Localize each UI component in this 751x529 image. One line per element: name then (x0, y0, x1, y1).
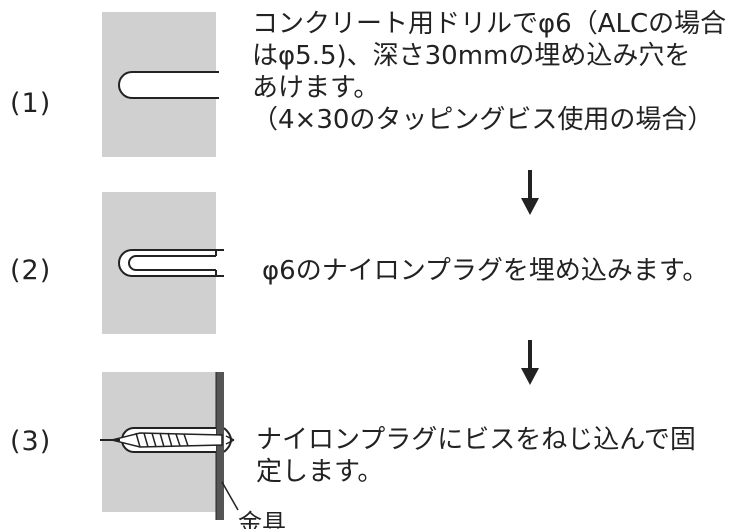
step-1-line-3: あけます。 (252, 73, 380, 103)
step-1-line-4: （4×30のタッピングビス使用の場合） (252, 105, 714, 135)
screw-head (223, 427, 232, 453)
step-1-number: (1) (10, 88, 52, 119)
bracket-label: 金具 (238, 509, 286, 529)
drilled-hole (118, 71, 219, 99)
step-2-description: φ6のナイロンプラグを埋め込みます。 (262, 255, 708, 287)
down-arrow-icon (521, 340, 539, 385)
step-1-description: コンクリート用ドリルでφ6（ALCの場合 はφ5.5)、深さ30mmの埋め込み穴… (252, 8, 726, 136)
step-1-illustration (102, 12, 220, 157)
step-3-description: ナイロンプラグにビスをねじ込んで固 定します。 (256, 424, 696, 488)
step-2-line-1: φ6のナイロンプラグを埋め込みます。 (262, 256, 709, 286)
step-2-illustration (102, 192, 224, 334)
metal-bracket (216, 372, 224, 520)
step-3-illustration (100, 372, 239, 520)
down-arrow-icon (521, 170, 539, 215)
step-3-line-2: 定します。 (256, 457, 384, 487)
bracket-leader-line (221, 481, 239, 511)
step-1-line-1: コンクリート用ドリルでφ6（ALCの場合 (252, 9, 727, 39)
nylon-plug (118, 249, 224, 277)
step-3-line-1: ナイロンプラグにビスをねじ込んで固 (256, 425, 696, 455)
step-3-number: (3) (10, 426, 52, 457)
step-1-line-2: はφ5.5)、深さ30mmの埋め込み穴を (252, 41, 691, 71)
step-2-number: (2) (10, 255, 52, 286)
